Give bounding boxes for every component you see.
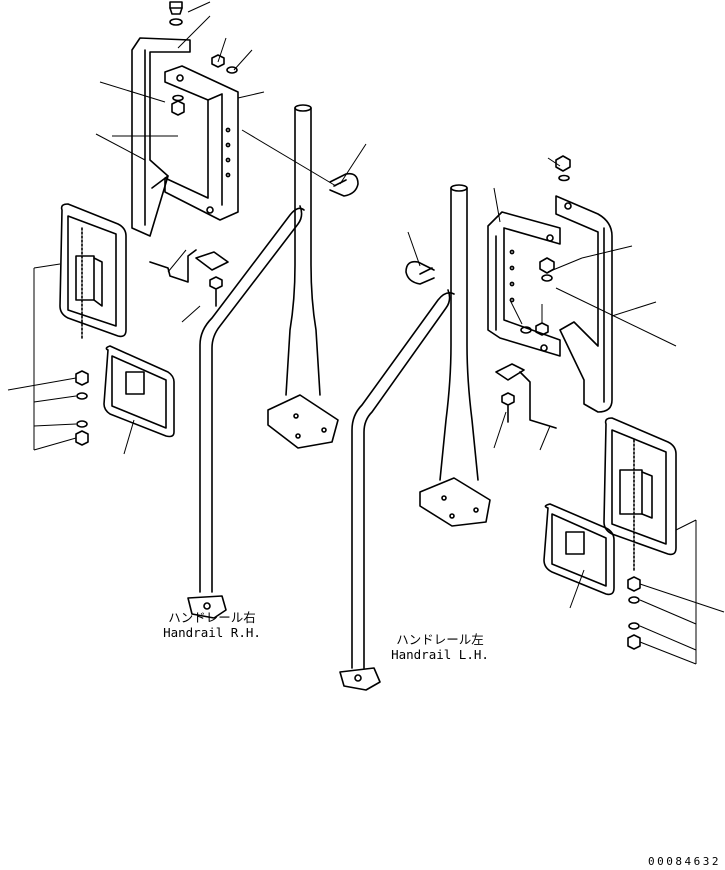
rh-mirror-assembly — [59, 203, 127, 341]
rh-stand-pipe — [267, 104, 339, 449]
rh-hardware-stack — [75, 370, 89, 446]
lh-u-bolt — [405, 260, 435, 285]
handrail-lh-jp: ハンドレール左 — [396, 632, 484, 647]
rh-handrail — [187, 205, 305, 619]
lh-handrail — [339, 289, 455, 691]
rh-small-bolt — [171, 94, 185, 116]
drawing-number: 00084632 — [648, 855, 721, 868]
rh-nut-washer-upper — [211, 54, 238, 74]
lh-mirror-stay — [555, 195, 613, 413]
handrail-lh-en: Handrail L.H. — [391, 647, 489, 662]
lh-stay-rod — [495, 363, 557, 429]
lh-side-bolt — [539, 257, 555, 282]
handrail-rh-jp: ハンドレール右 — [168, 610, 256, 625]
leader-lines — [7, 1, 725, 665]
lh-hardware-stack — [627, 576, 641, 650]
handrail-rh-en: Handrail R.H. — [163, 625, 261, 640]
rh-top-bolt — [169, 1, 183, 26]
rh-mirror-stay — [131, 37, 191, 237]
lh-mirror-glass — [543, 503, 615, 596]
lh-top-bolt — [555, 155, 571, 182]
lh-bracket — [487, 211, 561, 357]
lh-mirror-assembly — [603, 417, 677, 571]
rh-bracket — [164, 65, 239, 221]
handrail-rh-label: ハンドレール右 Handrail R.H. — [150, 610, 274, 640]
rh-mirror-glass — [103, 345, 175, 438]
rh-u-bolt — [329, 172, 359, 197]
handrail-lh-label: ハンドレール左 Handrail L.H. — [378, 632, 502, 662]
lh-stand-pipe — [419, 184, 491, 527]
rh-stay-rod — [149, 249, 229, 307]
lh-nut-washer-middle — [520, 322, 549, 336]
